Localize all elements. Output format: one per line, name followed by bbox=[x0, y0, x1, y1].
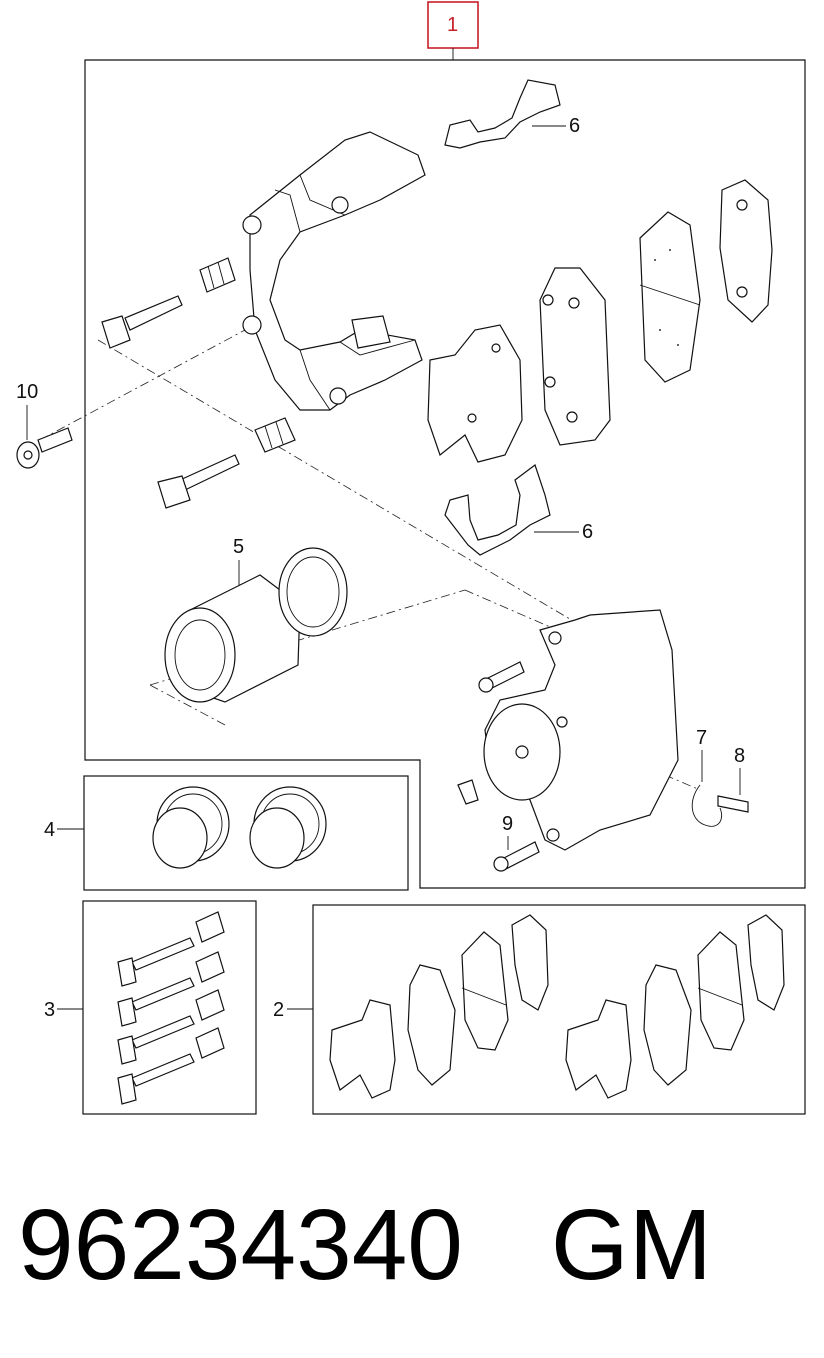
guide-pin-lower bbox=[157, 454, 240, 509]
brake-pad-kit-right-set bbox=[565, 914, 785, 1099]
connector-small bbox=[457, 779, 479, 805]
caliper-piston bbox=[164, 574, 301, 703]
bolt-10 bbox=[16, 427, 73, 469]
brake-pad-kit-box bbox=[312, 904, 806, 1115]
callout-6-bottom-label: 6 bbox=[582, 521, 593, 543]
seal-kit-box bbox=[83, 775, 409, 891]
bleeder-screw-8 bbox=[717, 795, 749, 813]
brake-pad-kit-left-set bbox=[329, 914, 549, 1099]
callout-3-label: 3 bbox=[44, 999, 55, 1021]
guide-pin-boot-lower bbox=[254, 417, 296, 453]
anti-rattle-clip-upper bbox=[444, 79, 561, 149]
brake-pad-outer bbox=[539, 267, 611, 446]
bleed-hose-7 bbox=[691, 784, 723, 827]
brand-name: GM bbox=[550, 1189, 713, 1301]
caliper-housing bbox=[483, 609, 679, 851]
callout-1-label: 1 bbox=[447, 14, 458, 36]
seal-kit-rings bbox=[152, 786, 327, 869]
callout-6-top-label: 6 bbox=[569, 115, 580, 137]
callout-2-label: 2 bbox=[273, 999, 284, 1021]
piston-seal bbox=[278, 547, 348, 637]
caliper-bolt-upper bbox=[478, 661, 525, 693]
guide-pin-kit-box bbox=[82, 900, 257, 1115]
guide-pin-kit-parts bbox=[117, 911, 225, 1105]
part-number: 96234340 bbox=[18, 1189, 463, 1301]
guide-pin-upper bbox=[101, 295, 183, 349]
caliper-bolt-9 bbox=[493, 841, 540, 872]
brake-pad-shim-outer bbox=[427, 324, 523, 463]
guide-pin-boot-upper bbox=[199, 257, 236, 293]
anti-rattle-clip-lower bbox=[444, 464, 551, 556]
callout-8-label: 8 bbox=[734, 745, 745, 767]
caliper-assembly-frame bbox=[84, 59, 806, 889]
caliper-bracket bbox=[242, 131, 426, 411]
callout-9-label: 9 bbox=[502, 813, 513, 835]
brake-pad-inner bbox=[639, 211, 701, 383]
callout-5-label: 5 bbox=[233, 536, 244, 558]
callout-4-label: 4 bbox=[44, 819, 55, 841]
callout-10-label: 10 bbox=[16, 381, 38, 403]
callout-7-label: 7 bbox=[696, 727, 707, 749]
brake-pad-shim-inner bbox=[719, 179, 773, 323]
